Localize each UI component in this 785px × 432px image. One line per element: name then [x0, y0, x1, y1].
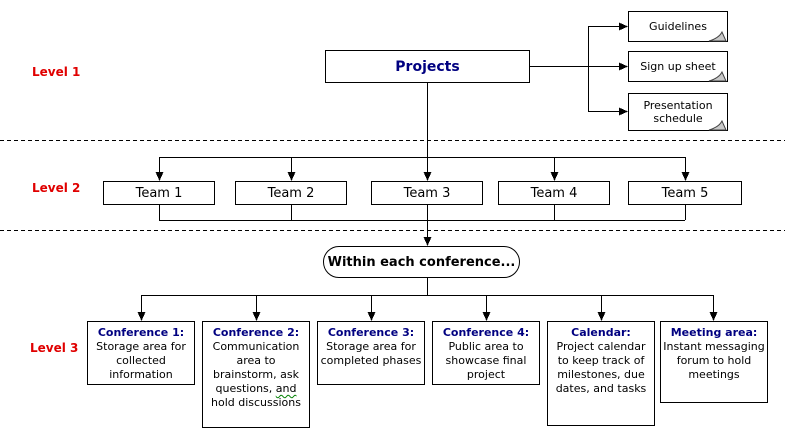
document-guidelines: Guidelines	[628, 11, 728, 42]
arrowhead-team1	[155, 172, 164, 181]
arrowhead-calendar	[597, 312, 606, 321]
level-2-label: Level 2	[32, 181, 81, 195]
team-1-label: Team 1	[135, 185, 183, 201]
level-3-label: Level 3	[30, 341, 79, 355]
team-5-label: Team 5	[661, 185, 709, 201]
team-2-node: Team 2	[235, 181, 347, 205]
arrowhead-team5	[681, 172, 690, 181]
projects-node-label: Projects	[395, 58, 460, 75]
document-signup-sheet-label: Sign up sheet	[640, 60, 716, 73]
folded-corner-icon	[708, 119, 727, 131]
arrowhead-team4	[550, 172, 559, 181]
arrowhead-conference4	[482, 312, 491, 321]
calendar-description: Project calendar to keep track of milest…	[555, 340, 647, 395]
team-2-label: Team 2	[267, 185, 315, 201]
team-5-node: Team 5	[628, 181, 742, 205]
arrowhead-team3	[423, 172, 432, 181]
conference-4-description: Public area to showcase final project	[445, 340, 527, 381]
meeting-area-title: Meeting area:	[670, 326, 758, 339]
within-each-conference-node: Within each conference...	[323, 246, 520, 278]
conference-1-description: Storage area for collected information	[96, 340, 186, 381]
arrowhead-signup	[619, 62, 628, 71]
calendar-node: Calendar: Project calendar to keep track…	[547, 321, 655, 426]
level-1-label: Level 1	[32, 65, 81, 79]
folded-corner-icon	[708, 70, 727, 82]
projects-node: Projects	[325, 50, 530, 83]
arrowhead-team2	[287, 172, 296, 181]
arrowhead-meeting-area	[709, 312, 718, 321]
spellcheck-squiggle: and	[275, 382, 297, 395]
calendar-title: Calendar:	[571, 326, 631, 339]
arrowhead-conference1	[137, 312, 146, 321]
conference-2-description: Communication area to brainstorm, ask qu…	[211, 340, 301, 409]
arrowhead-oval	[423, 237, 432, 246]
document-presentation-schedule-label: Presentation schedule	[643, 99, 713, 125]
arrowhead-presentation	[619, 107, 628, 116]
document-signup-sheet: Sign up sheet	[628, 51, 728, 82]
conference-4-node: Conference 4: Public area to showcase fi…	[432, 321, 540, 385]
team-3-node: Team 3	[371, 181, 483, 205]
conference-1-node: Conference 1: Storage area for collected…	[87, 321, 195, 385]
team-4-label: Team 4	[530, 185, 578, 201]
conference-4-title: Conference 4:	[442, 326, 530, 339]
conference-3-node: Conference 3: Storage area for completed…	[317, 321, 425, 385]
arrowhead-conference3	[367, 312, 376, 321]
conference-3-title: Conference 3:	[327, 326, 415, 339]
arrowhead-conference2	[252, 312, 261, 321]
document-presentation-schedule: Presentation schedule	[628, 93, 728, 131]
conference-2-title: Conference 2:	[212, 326, 300, 339]
conference-1-title: Conference 1:	[97, 326, 185, 339]
team-4-node: Team 4	[498, 181, 610, 205]
document-guidelines-label: Guidelines	[649, 20, 707, 33]
meeting-area-node: Meeting area: Instant messaging forum to…	[660, 321, 768, 403]
meeting-area-description: Instant messaging forum to hold meetings	[663, 340, 765, 381]
conference-3-description: Storage area for completed phases	[320, 340, 422, 367]
conference-2-node: Conference 2: Communication area to brai…	[202, 321, 310, 428]
arrowhead-guidelines	[619, 22, 628, 31]
team-1-node: Team 1	[103, 181, 215, 205]
folded-corner-icon	[708, 30, 727, 42]
team-3-label: Team 3	[403, 185, 451, 201]
within-each-conference-label: Within each conference...	[327, 254, 516, 270]
